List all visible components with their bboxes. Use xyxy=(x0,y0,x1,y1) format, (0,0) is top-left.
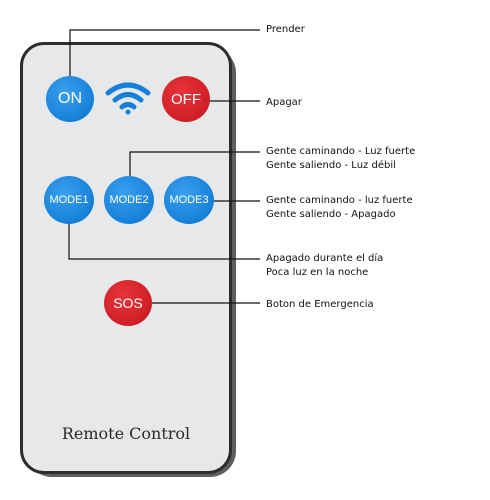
mode3-button[interactable]: MODE3 xyxy=(164,176,214,224)
annotation-on: Prender xyxy=(266,23,305,37)
annotation-mode1-line-2: Poca luz en la noche xyxy=(266,267,369,278)
mode2-button[interactable]: MODE2 xyxy=(104,176,154,224)
annotation-mode1: Apagado durante el día Poca luz en la no… xyxy=(266,252,383,280)
remote-control-label: Remote Control xyxy=(61,424,191,443)
on-button[interactable]: ON xyxy=(46,76,94,122)
annotation-on-text: Prender xyxy=(266,24,305,35)
wifi-icon xyxy=(105,82,151,115)
mode1-button[interactable]: MODE1 xyxy=(44,176,94,224)
annotation-sos: Boton de Emergencia xyxy=(266,298,374,312)
annotation-mode2-line-1: Gente caminando - Luz fuerte xyxy=(266,146,416,157)
annotation-sos-text: Boton de Emergencia xyxy=(266,299,374,310)
sos-button[interactable]: SOS xyxy=(104,280,152,326)
off-button[interactable]: OFF xyxy=(162,76,210,122)
annotation-mode3-line-1: Gente caminando - luz fuerte xyxy=(266,195,413,206)
annotation-mode1-line-1: Apagado durante el día xyxy=(266,253,384,264)
annotation-mode3: Gente caminando - luz fuerte Gente salie… xyxy=(266,194,413,222)
annotation-mode2-line-2: Gente saliendo - Luz débil xyxy=(266,160,396,171)
annotation-off-text: Apagar xyxy=(266,97,302,108)
annotation-off: Apagar xyxy=(266,96,302,110)
annotation-mode2: Gente caminando - Luz fuerte Gente salie… xyxy=(266,145,415,173)
annotation-mode3-line-2: Gente saliendo - Apagado xyxy=(266,209,396,220)
